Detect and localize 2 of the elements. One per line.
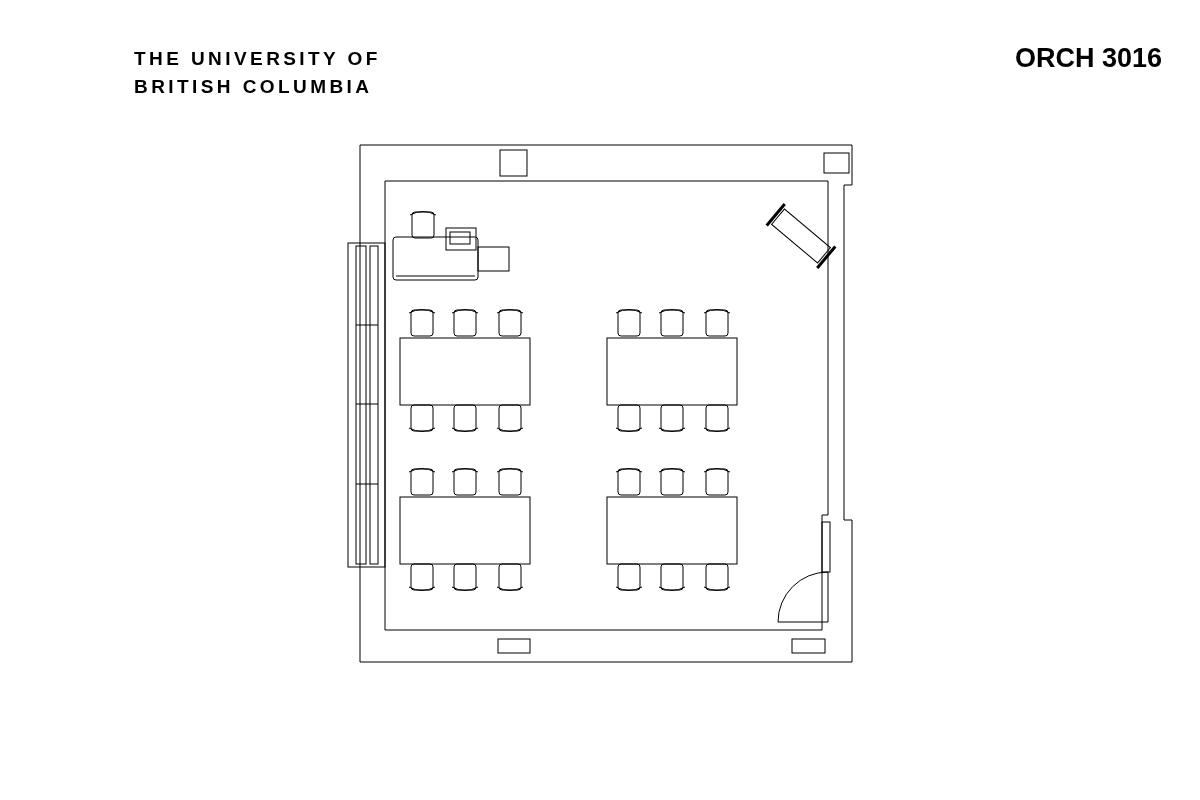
university-name: THE UNIVERSITY OF BRITISH COLUMBIA	[134, 47, 382, 99]
room-title: ORCH 3016	[1014, 42, 1162, 75]
